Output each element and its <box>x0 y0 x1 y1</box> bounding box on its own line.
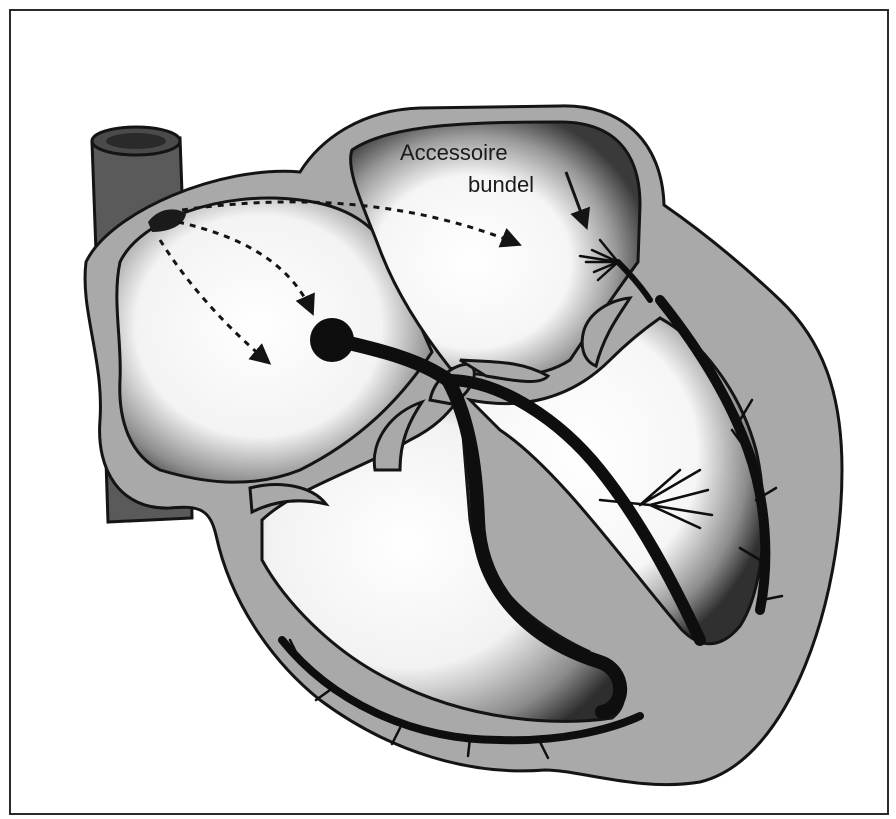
atrioventricular-node <box>310 318 354 362</box>
accessory-bundle-label-line1: Accessoire <box>400 140 508 165</box>
accessory-bundle-label-line2: bundel <box>468 172 534 197</box>
